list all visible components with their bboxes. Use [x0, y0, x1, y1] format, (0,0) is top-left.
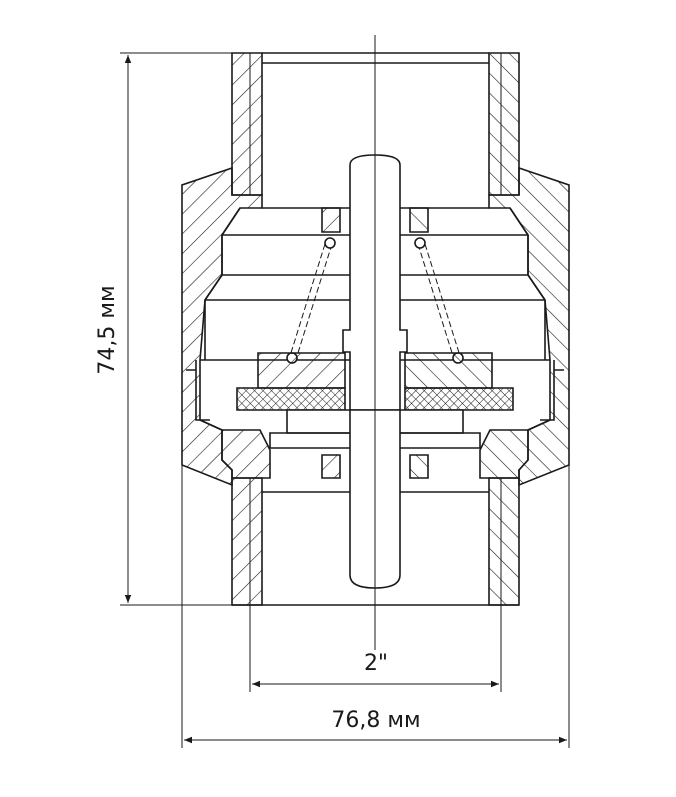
bottom-socket-right-wall [488, 477, 520, 606]
height-label: 74,5 мм [95, 285, 120, 374]
lower-seat-left [199, 419, 271, 479]
top-socket-right-wall [488, 52, 520, 196]
lower-guide-left [321, 454, 341, 479]
top-socket-left-wall [231, 52, 263, 196]
seal-right [404, 387, 514, 411]
guide-bushing-left [321, 207, 341, 233]
seal-left [236, 387, 346, 411]
lower-seat-right [479, 419, 551, 479]
width-label: 76,8 мм [331, 708, 420, 733]
bottom-socket-left-wall [231, 477, 263, 606]
lower-guide-right [409, 454, 429, 479]
disc-retainer-left [257, 352, 346, 389]
width-dimension: 76,8 мм [181, 465, 570, 748]
thread-dimension: 2" [249, 605, 502, 692]
disc-retainer-right [404, 352, 493, 389]
guide-bushing-right [409, 207, 429, 233]
thread-label: 2" [364, 651, 388, 676]
height-dimension: 74,5 мм [95, 52, 232, 606]
